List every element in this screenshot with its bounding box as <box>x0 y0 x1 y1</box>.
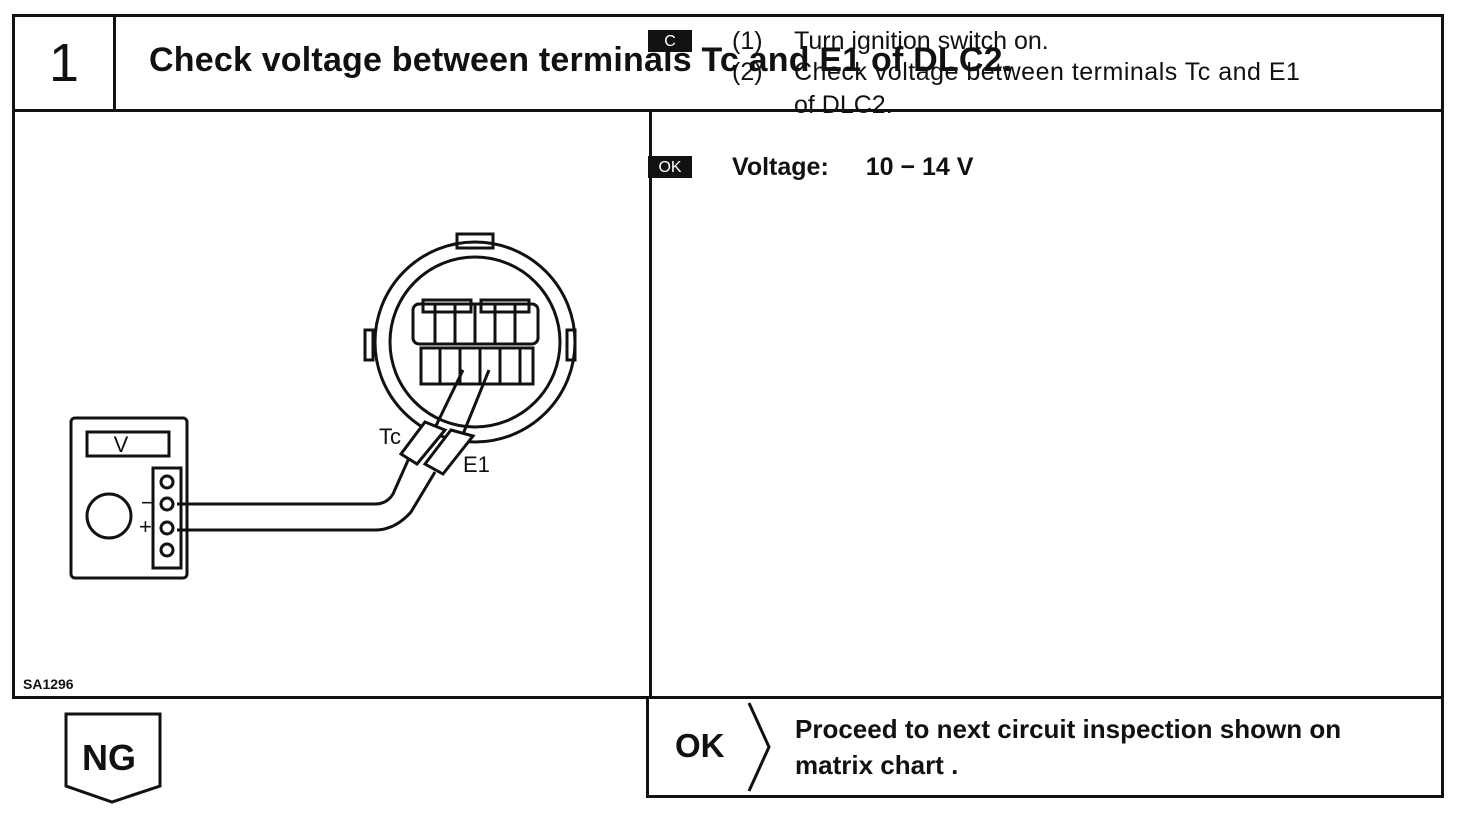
ok-result-label: OK <box>675 727 725 764</box>
voltmeter <box>69 416 189 580</box>
column-divider <box>649 112 652 699</box>
step-1-text: Turn ignition switch on. <box>794 27 1049 55</box>
step-1-number: (1) <box>732 27 763 55</box>
ng-tag-shape <box>64 712 162 804</box>
step-body: V − + Tc E1 SA1296 <box>12 109 1444 699</box>
wiring-diagram: V − + Tc E1 <box>69 232 577 580</box>
ok-result-text: Proceed to next circuit inspection shown… <box>795 711 1435 783</box>
ok-badge: OK <box>648 156 692 178</box>
step-2-number: (2) <box>732 58 763 86</box>
spec-label: Voltage: <box>732 153 829 181</box>
step-title: Check voltage between terminals Tc and E… <box>149 41 1013 79</box>
terminal-plus-label: + <box>139 514 152 539</box>
probe-tc-label: Tc <box>379 424 401 449</box>
spec-value: 10 − 14 V <box>865 153 974 181</box>
step-2-text: Check voltage between terminals Tc and E… <box>794 58 1301 86</box>
spec-row: Voltage: 10 − 14 V <box>732 151 973 184</box>
test-probes <box>398 369 491 476</box>
ng-label: NG <box>82 737 136 778</box>
ok-arrow-icon <box>747 702 771 792</box>
ok-result-text-line1: Proceed to next circuit inspection shown… <box>795 714 1342 744</box>
step-number: 1 <box>15 17 116 109</box>
condition-badge: C <box>648 30 692 52</box>
step-2-text-cont: of DLC2. <box>794 91 893 119</box>
meter-leads <box>177 457 437 532</box>
ok-result-text-line2: matrix chart . <box>795 750 959 780</box>
figure-id: SA1296 <box>23 676 74 692</box>
probe-e1-label: E1 <box>463 452 490 477</box>
meter-label: V <box>114 432 129 457</box>
terminal-minus-label: − <box>141 490 154 515</box>
ok-result-box: OK Proceed to next circuit inspection sh… <box>646 696 1444 798</box>
dlc2-connector <box>363 232 577 444</box>
